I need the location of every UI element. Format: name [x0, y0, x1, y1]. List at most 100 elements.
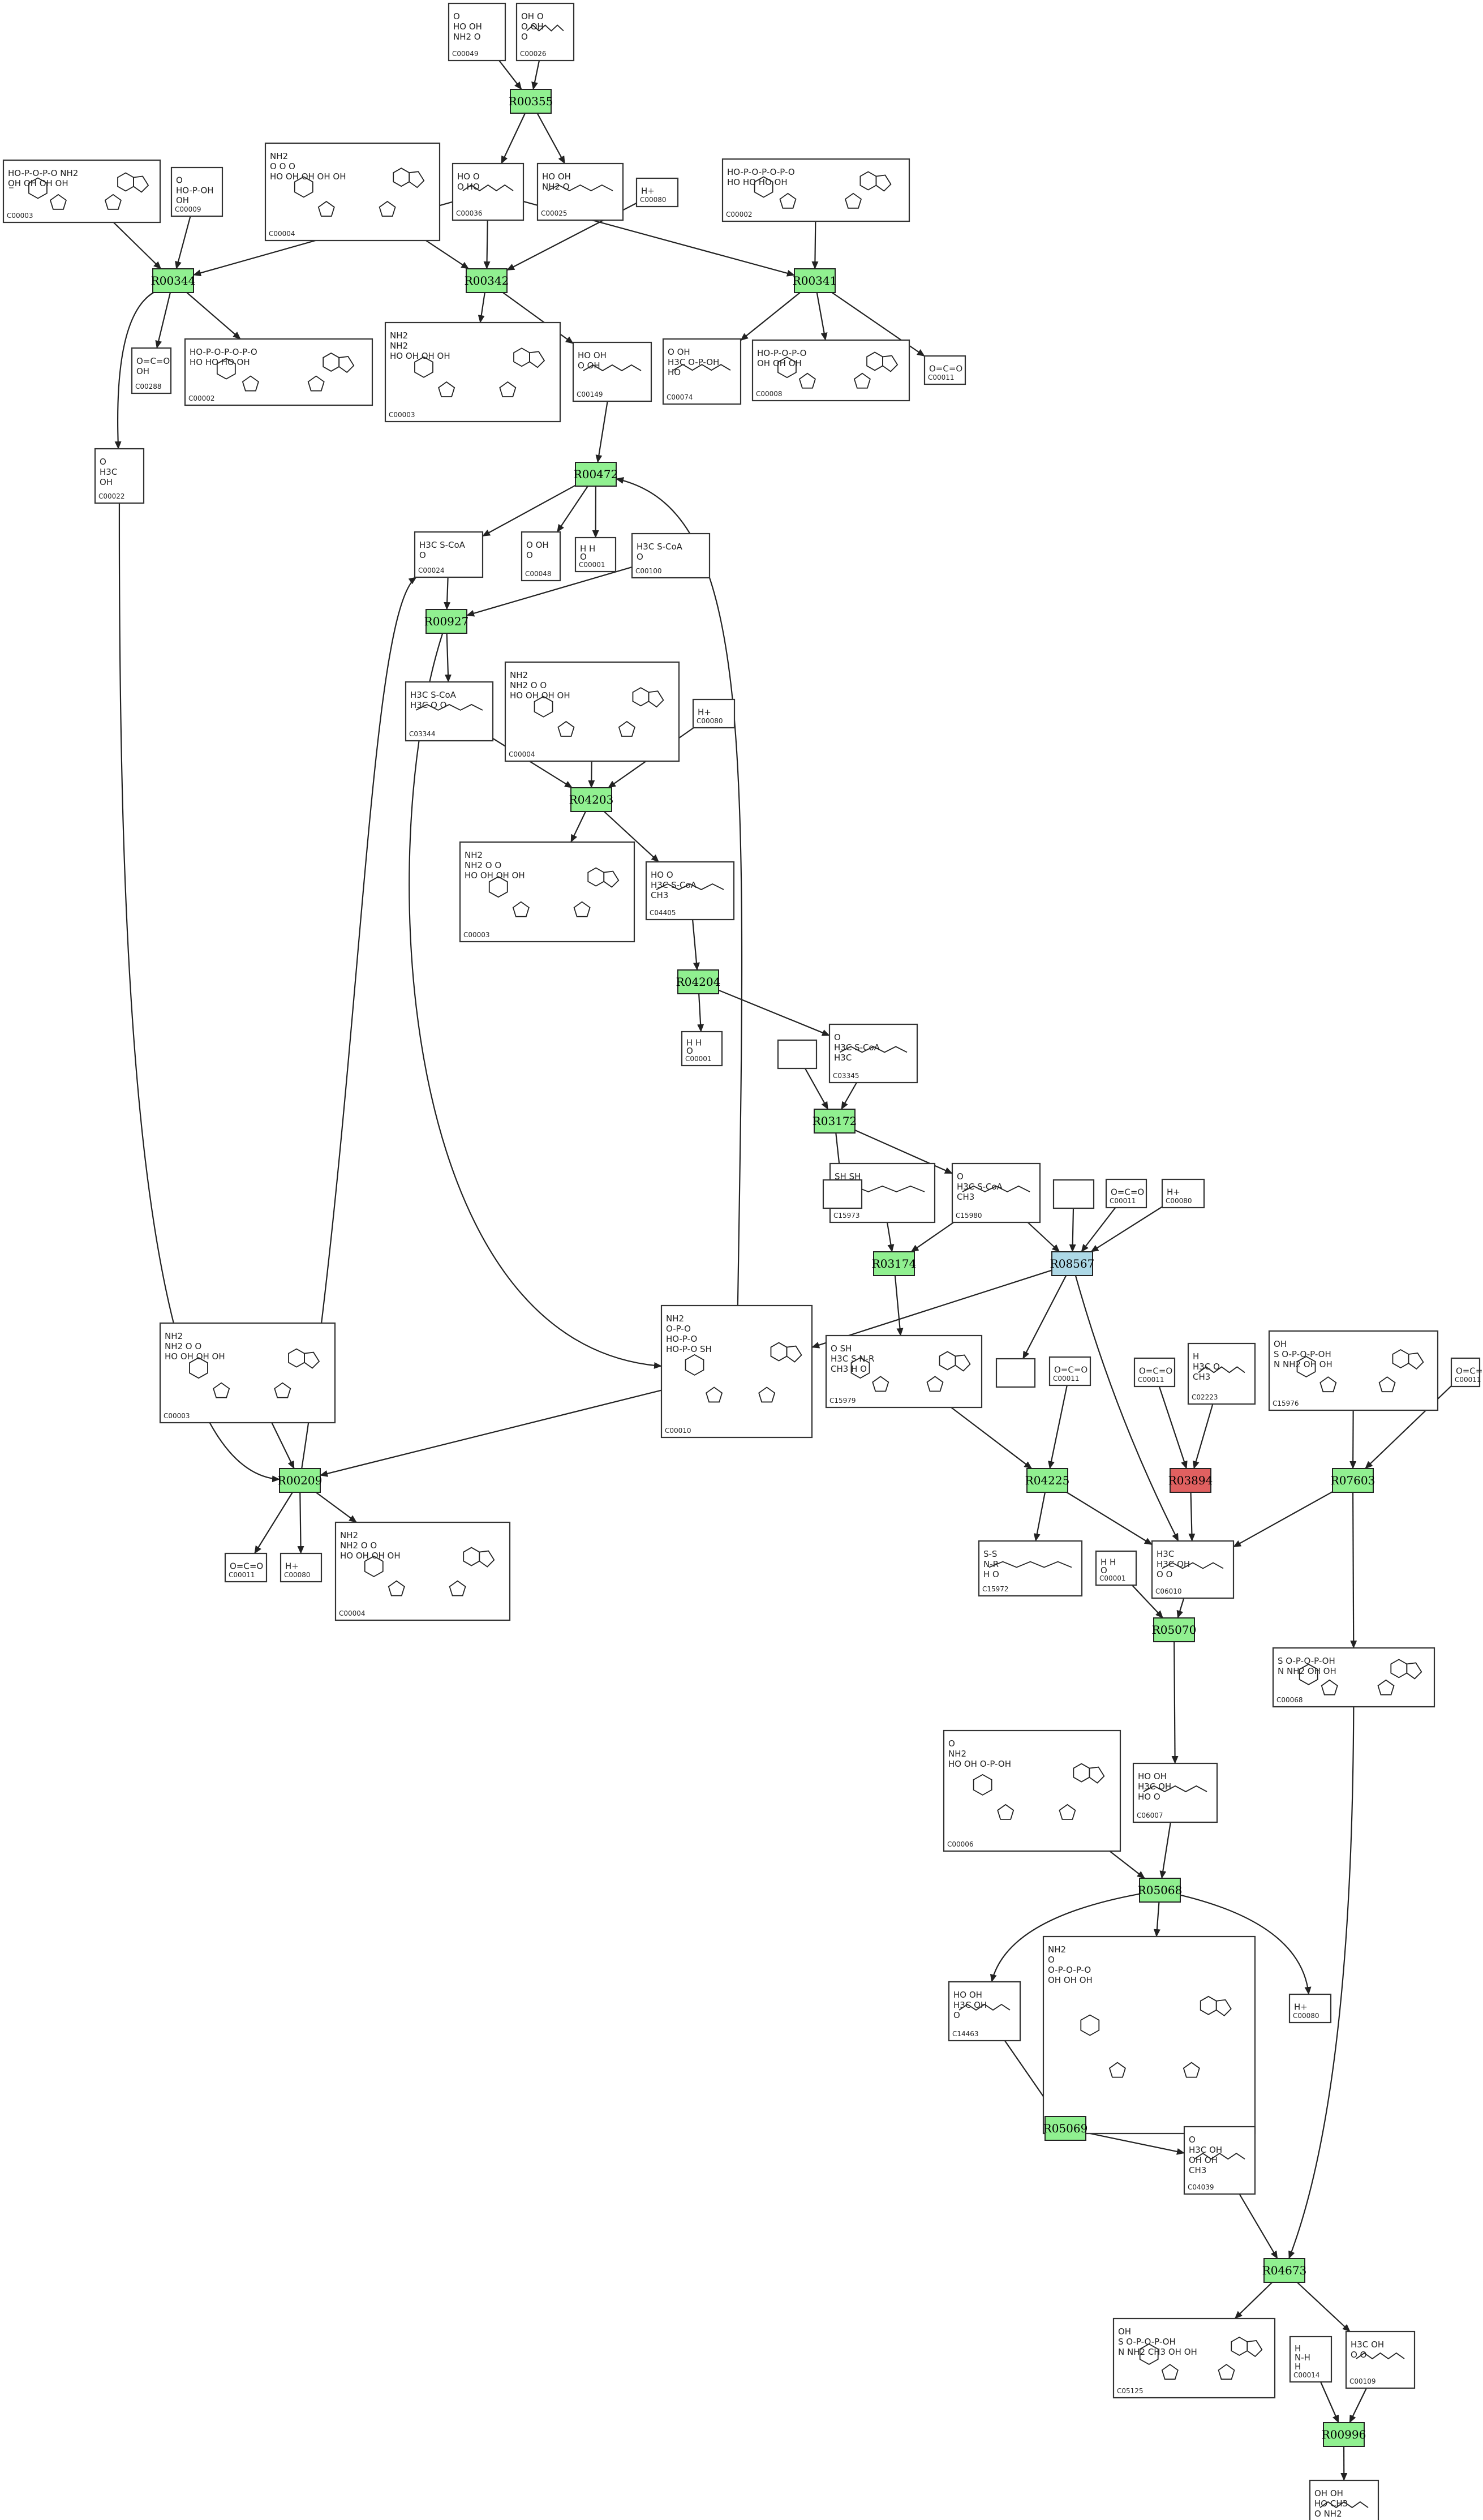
reaction-R07603[interactable]: R07603 [1331, 1468, 1375, 1493]
chain-glyph [673, 364, 731, 371]
compound-box [825, 1334, 983, 1409]
reaction-R00355[interactable]: R00355 [509, 89, 553, 114]
reaction-R00472[interactable]: R00472 [574, 462, 618, 487]
structure-text: OH OH OH [757, 358, 802, 368]
reaction-R05070[interactable]: R05070 [1152, 1617, 1197, 1642]
reaction-R03894[interactable]: R03894 [1168, 1468, 1213, 1493]
edge-c00026-to-R00355 [531, 60, 540, 90]
compound-id-label: C00002 [726, 211, 753, 218]
compound-id-label: C00003 [463, 931, 490, 939]
compound-c00080a[interactable]: H+C00080 [635, 177, 679, 208]
compound-c00080c[interactable]: H+C00080 [1161, 1178, 1205, 1209]
reaction-R00209[interactable]: R00209 [278, 1468, 323, 1493]
reaction-R05069[interactable]: R05069 [1043, 2116, 1088, 2141]
compound-id-label: C00068 [1276, 1696, 1303, 1704]
compound-c00080e[interactable]: H+C00080 [1288, 1993, 1332, 2024]
edge-R00341-to-c00074 [740, 292, 801, 341]
reaction-R04203[interactable]: R04203 [569, 787, 614, 812]
reaction-R00344[interactable]: R00344 [151, 268, 196, 293]
structure-text: HO OH OH OH [165, 1351, 225, 1362]
blank-compound-box[interactable] [822, 1179, 863, 1209]
ribose-glyph [997, 1804, 1015, 1820]
structure-text: OH [100, 477, 113, 487]
reaction-R08567[interactable]: R08567 [1050, 1251, 1095, 1276]
structure-text: HO-P-O-P-O NH2 [8, 168, 78, 178]
edge-R00341-to-c00008 [816, 292, 828, 341]
reaction-R04204[interactable]: R04204 [676, 969, 721, 994]
compound-box [951, 1162, 1041, 1223]
reaction-R05068[interactable]: R05068 [1138, 1878, 1183, 1903]
compound-c00080b[interactable]: H+C00080 [692, 698, 736, 729]
reaction-R04225[interactable]: R04225 [1025, 1468, 1070, 1493]
edge-R00341-to-c00011a [831, 292, 925, 357]
reaction-R03174[interactable]: R03174 [872, 1251, 917, 1276]
reaction-R00927[interactable]: R00927 [424, 609, 469, 634]
ribose-glyph [1319, 1376, 1337, 1393]
reaction-R00996[interactable]: R00996 [1322, 2422, 1366, 2447]
blank-compound-box[interactable] [995, 1358, 1036, 1388]
reaction-R03172[interactable]: R03172 [813, 1109, 857, 1134]
blank-compound-box[interactable] [1052, 1179, 1095, 1209]
structure-text: HO-P-O-P-O [757, 348, 806, 358]
compound-box [1268, 1330, 1439, 1411]
reaction-label: R05070 [1152, 1623, 1197, 1637]
compound-c00080d[interactable]: H+C00080 [280, 1552, 323, 1583]
reaction-R04673[interactable]: R04673 [1262, 2258, 1307, 2283]
reaction-R00342[interactable]: R00342 [465, 268, 509, 293]
reaction-R00341[interactable]: R00341 [793, 268, 837, 293]
blank-compound-box[interactable] [777, 1039, 818, 1070]
